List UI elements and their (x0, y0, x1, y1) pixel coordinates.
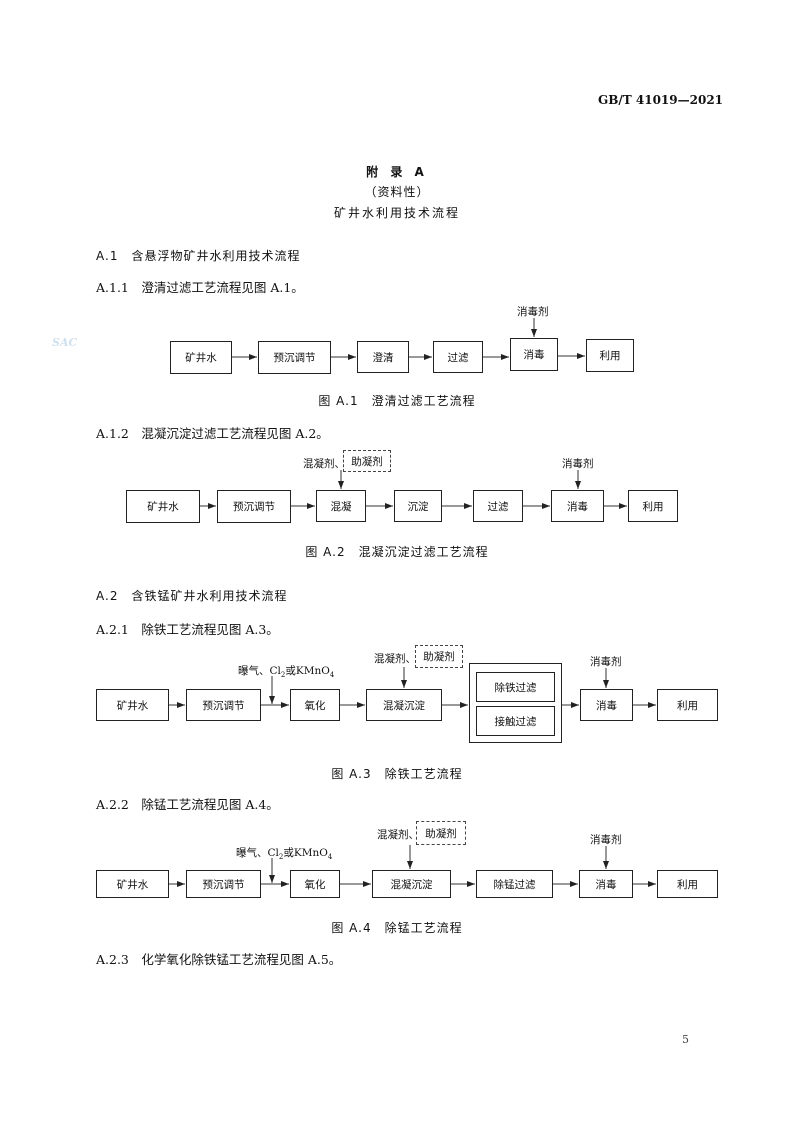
input-label: 混凝剂、 (377, 829, 419, 841)
appendix-name: 矿井水利用技术流程 (333, 206, 461, 220)
appendix-title: 附 录 A (366, 165, 428, 179)
flow-node: 预沉调节 (186, 689, 261, 721)
flow-node: 利用 (628, 490, 678, 522)
flow-node: 消毒 (579, 870, 633, 898)
flow-node: 过滤 (473, 490, 523, 522)
flow-node: 沉淀 (394, 490, 442, 522)
flow-node: 预沉调节 (258, 341, 331, 374)
flow-node: 氧化 (290, 870, 340, 898)
section-a1-heading: A.1 含悬浮物矿井水利用技术流程 (96, 249, 301, 263)
flow-node: 消毒 (510, 338, 558, 371)
flow-node: 矿井水 (96, 870, 169, 898)
label-part: 曝气、Cl (238, 665, 281, 677)
appendix-nature: （资料性） (364, 185, 430, 199)
input-label: 曝气、Cl2或KMnO4 (238, 663, 334, 679)
flow-node: 预沉调节 (186, 870, 261, 898)
flow-node: 混凝沉淀 (372, 870, 451, 898)
label-part: 或KMnO (283, 847, 328, 859)
flow-node: 利用 (586, 339, 634, 372)
flow-node: 澄清 (357, 341, 409, 373)
subscript: 2 (280, 671, 286, 680)
para-a12: A.1.2 混凝沉淀过滤工艺流程见图 A.2。 (96, 426, 329, 441)
flow-node: 过滤 (433, 341, 483, 373)
section-a2-heading: A.2 含铁锰矿井水利用技术流程 (96, 589, 288, 603)
para-a21: A.2.1 除铁工艺流程见图 A.3。 (96, 622, 279, 637)
flow-node: 消毒 (580, 689, 633, 721)
flow-node: 利用 (657, 870, 718, 898)
flow-node: 接触过滤 (476, 706, 555, 736)
flow-node: 利用 (657, 689, 718, 721)
input-label: 曝气、Cl2或KMnO4 (236, 845, 332, 861)
optional-input-box: 助凝剂 (343, 450, 391, 472)
label-part: 曝气、Cl (236, 847, 279, 859)
flow-node: 氧化 (290, 689, 340, 721)
subscript: 4 (327, 853, 333, 862)
flow-node: 混凝沉淀 (366, 689, 442, 721)
flow-node: 矿井水 (96, 689, 169, 721)
figure-caption: 图 A.2 混凝沉淀过滤工艺流程 (305, 545, 489, 559)
flow-node: 混凝 (316, 490, 366, 522)
standard-number: GB/T 41019—2021 (598, 93, 724, 107)
para-a23: A.2.3 化学氧化除铁锰工艺流程见图 A.5。 (96, 952, 342, 967)
flow-node: 矿井水 (126, 490, 200, 523)
flow-node: 除锰过滤 (476, 870, 553, 898)
input-label: 消毒剂 (562, 458, 594, 470)
input-label: 混凝剂、 (303, 458, 345, 470)
figure-caption: 图 A.1 澄清过滤工艺流程 (318, 394, 476, 408)
para-a22: A.2.2 除锰工艺流程见图 A.4。 (96, 797, 279, 812)
flow-node: 除铁过滤 (476, 672, 555, 702)
subscript: 4 (329, 671, 335, 680)
optional-input-box: 助凝剂 (415, 645, 463, 668)
figure-caption: 图 A.4 除锰工艺流程 (331, 921, 463, 935)
flow-node: 矿井水 (170, 341, 232, 374)
label-part: 或KMnO (285, 665, 330, 677)
input-label: 消毒剂 (590, 656, 622, 668)
page-number: 5 (682, 1033, 689, 1046)
flow-node: 消毒 (551, 490, 604, 522)
input-label: 混凝剂、 (374, 653, 416, 665)
input-label: 消毒剂 (517, 306, 549, 318)
sac-watermark-logo: SAC (52, 336, 78, 349)
flow-node: 预沉调节 (217, 490, 291, 523)
optional-input-box: 助凝剂 (416, 821, 466, 845)
figure-caption: 图 A.3 除铁工艺流程 (331, 767, 463, 781)
subscript: 2 (278, 853, 284, 862)
para-a11: A.1.1 澄清过滤工艺流程见图 A.1。 (96, 280, 304, 295)
input-label: 消毒剂 (590, 834, 622, 846)
